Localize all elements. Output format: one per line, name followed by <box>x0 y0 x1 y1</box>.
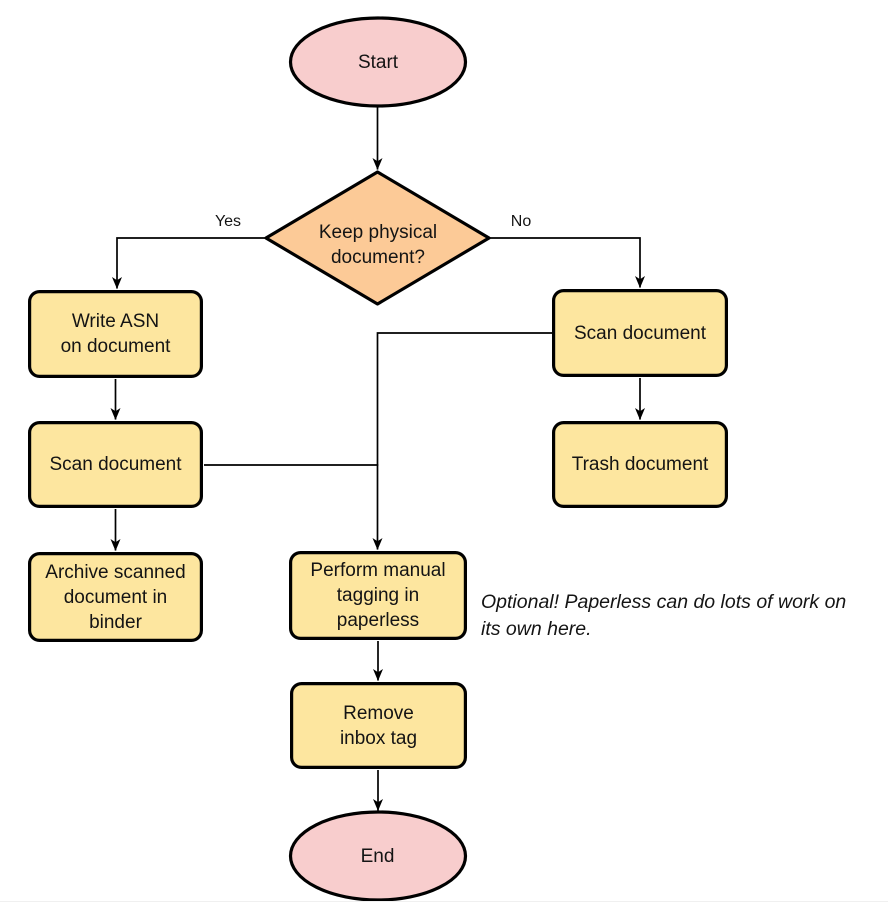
scan-left-shape <box>28 421 204 509</box>
tagging-shape <box>289 550 468 640</box>
bottom-divider <box>0 901 888 902</box>
remove-inbox-shape <box>290 681 468 769</box>
write-asn-shape <box>28 290 204 379</box>
connector-yes-branch <box>112 237 266 289</box>
connector-no-branch <box>489 237 645 288</box>
connector-scanright-to-tagging <box>372 332 553 550</box>
end-terminal-shape <box>288 810 468 902</box>
trash-shape <box>551 421 728 509</box>
decision-diamond-shape <box>264 170 491 306</box>
start-terminal-shape <box>288 16 468 108</box>
scan-right-shape <box>551 289 728 378</box>
archive-shape <box>28 551 204 642</box>
